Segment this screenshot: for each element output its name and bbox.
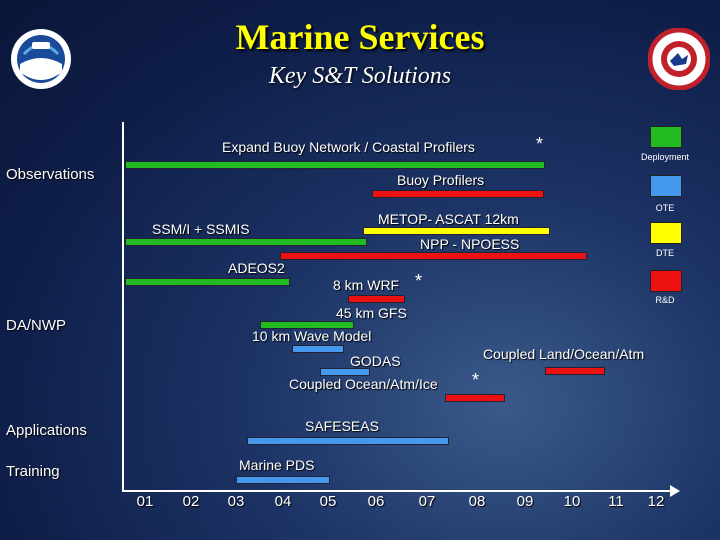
item-marine-pds-label: Marine PDS [239,457,315,473]
bar-buoy-profilers [372,190,544,198]
legend-label-deployment: Deployment [640,152,690,162]
x-tick-label: 12 [647,493,665,510]
bar-wrf [348,295,405,303]
category-observations: Observations [6,166,95,183]
x-tick-label: 11 [608,493,624,510]
item-expand-buoy-label: Expand Buoy Network / Coastal Profilers [222,139,475,155]
item-adeos2-label: ADEOS2 [228,260,285,276]
item-coupled-ocean-label: Coupled Ocean/Atm/Ice [289,376,438,392]
item-godas-label: GODAS [350,353,401,369]
item-gfs-label: 45 km GFS [336,305,407,321]
legend-label-ote: OTE [655,203,675,213]
legend-swatch-deployment [650,126,682,148]
page-subtitle: Key S&T Solutions [268,63,452,89]
item-buoy-profilers-label: Buoy Profilers [397,172,485,188]
legend-swatch-rd [650,270,682,292]
x-tick-label: 06 [367,493,385,510]
star-marker: * [472,370,480,390]
bar-coupled-ocean [445,394,505,402]
bar-ssmi [125,238,367,246]
star-marker: * [415,271,423,291]
category-training: Training [6,463,60,480]
x-tick-label: 08 [468,493,486,510]
x-tick-label: 07 [418,493,436,510]
x-tick-label: 04 [274,493,292,510]
bar-adeos2 [125,278,290,286]
legend-label-rd: R&D [655,295,675,305]
x-tick-label: 05 [319,493,337,510]
bar-metop [363,227,550,235]
item-ssmi-label: SSM/I + SSMIS [152,221,250,237]
x-axis-line [122,490,672,492]
bar-gfs [260,321,354,329]
item-coupled-land-label: Coupled Land/Ocean/Atm [483,346,645,362]
bar-wave [292,345,344,353]
legend-swatch-dte [650,222,682,244]
item-safeseas-label: SAFESEAS [305,418,379,434]
x-tick-label: 03 [227,493,245,510]
item-metop-label: METOP- ASCAT 12km [378,211,519,227]
item-npp-label: NPP - NPOESS [420,236,520,252]
x-tick-label: 09 [516,493,534,510]
x-axis-arrow-icon [670,485,680,497]
item-wave-label: 10 km Wave Model [252,328,372,344]
x-tick-label: 01 [136,493,154,510]
nws-logo [647,27,711,91]
bar-coupled-land [545,367,605,375]
legend-swatch-ote [650,175,682,197]
item-wrf-label: 8 km WRF [333,277,400,293]
x-tick-label: 02 [182,493,200,510]
page-title: Marine Services [235,17,485,57]
bar-safeseas [247,437,449,445]
category-da-nwp: DA/NWP [6,317,66,334]
x-tick-label: 10 [563,493,581,510]
bar-npp [280,252,587,260]
bar-marine-pds [236,476,330,484]
star-marker: * [536,134,544,154]
noaa-logo [10,28,72,90]
y-axis-line [122,122,124,492]
bar-godas [320,368,370,376]
legend-label-dte: DTE [656,248,674,258]
category-applications: Applications [6,422,87,439]
bar-expand-buoy [125,161,545,169]
